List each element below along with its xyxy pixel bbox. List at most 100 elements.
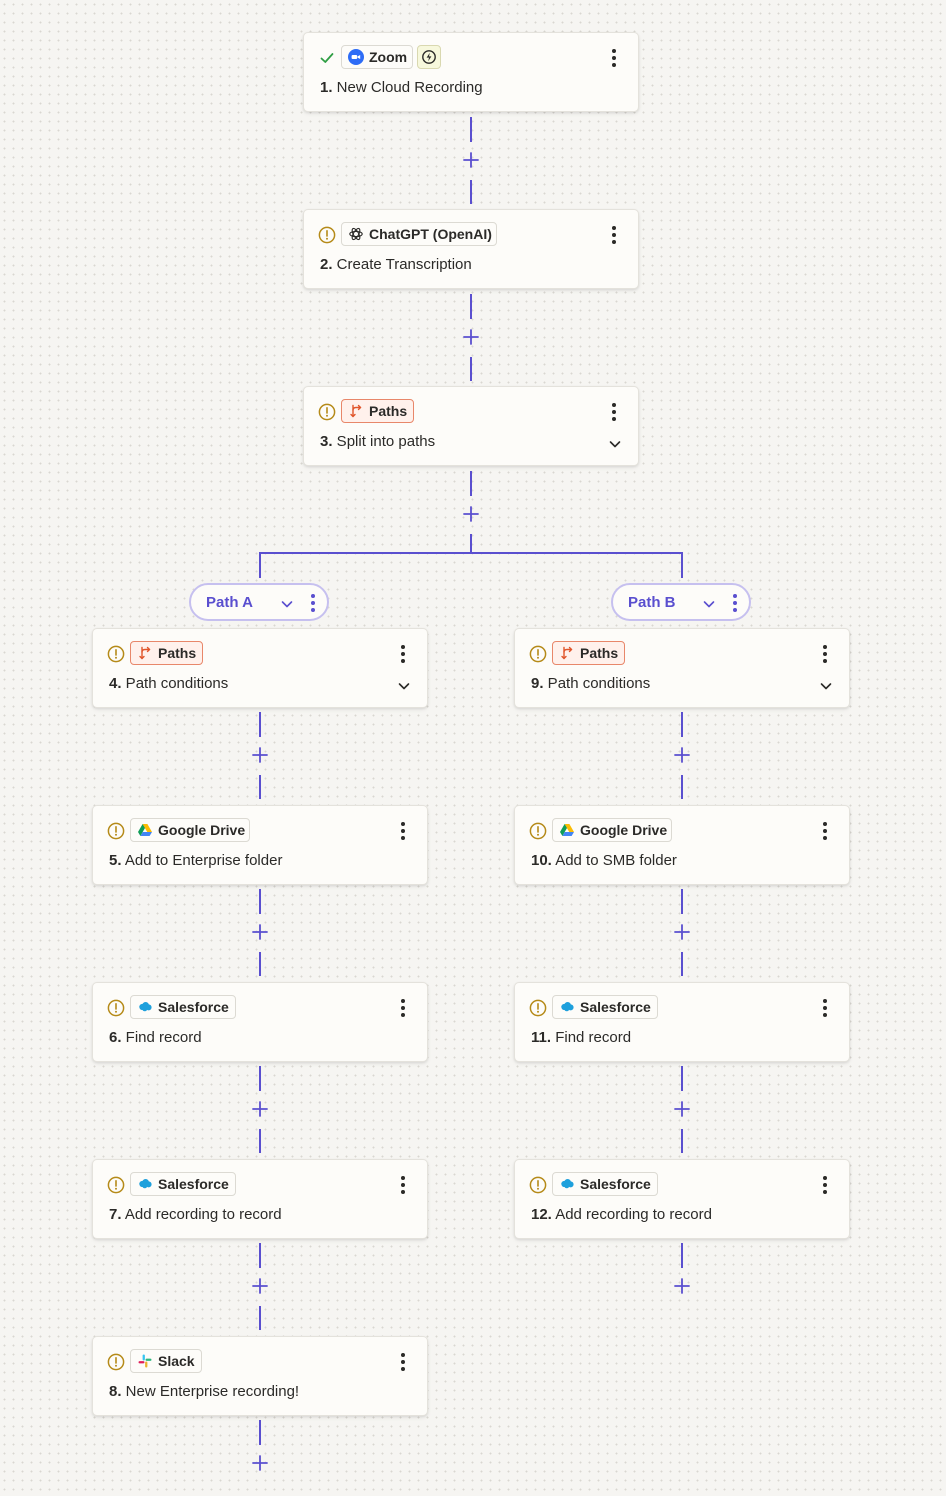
paths-icon bbox=[137, 645, 153, 661]
salesforce-icon bbox=[559, 1176, 575, 1192]
step-title-text: Add recording to record bbox=[121, 1206, 282, 1223]
more-options-icon[interactable] bbox=[815, 643, 835, 665]
step-title-text: New Cloud Recording bbox=[332, 79, 483, 96]
app-name: Slack bbox=[158, 1353, 195, 1369]
app-badge[interactable]: ChatGPT (OpenAI) bbox=[341, 222, 497, 246]
app-badge[interactable]: Google Drive bbox=[552, 818, 672, 842]
add-step-plus-icon[interactable] bbox=[251, 746, 269, 764]
app-badge[interactable]: Paths bbox=[552, 641, 625, 665]
add-step-plus-icon[interactable] bbox=[251, 1100, 269, 1118]
app-name: Salesforce bbox=[580, 1176, 651, 1192]
google-drive-icon bbox=[559, 822, 575, 838]
more-options-icon[interactable] bbox=[604, 401, 624, 423]
add-step-plus-icon[interactable] bbox=[462, 505, 480, 523]
step-number: 10. bbox=[531, 852, 552, 869]
chevron-down-icon[interactable] bbox=[608, 437, 622, 451]
step-title-text: Split into paths bbox=[332, 433, 436, 450]
app-name: Paths bbox=[158, 645, 197, 661]
app-badge[interactable]: Google Drive bbox=[130, 818, 250, 842]
more-options-icon[interactable] bbox=[604, 224, 624, 246]
chevron-down-icon[interactable] bbox=[397, 679, 411, 693]
add-step-plus-icon[interactable] bbox=[251, 1454, 269, 1472]
path-label-b[interactable]: Path B bbox=[611, 583, 751, 621]
step-card-2[interactable]: ChatGPT (OpenAI) 2. Create Transcription bbox=[303, 209, 639, 289]
app-name: ChatGPT (OpenAI) bbox=[369, 226, 492, 242]
step-title: 9. Path conditions bbox=[531, 675, 650, 692]
step-title-text: New Enterprise recording! bbox=[121, 1383, 300, 1400]
app-badge[interactable]: Paths bbox=[341, 399, 414, 423]
step-title: 4. Path conditions bbox=[109, 675, 228, 692]
more-options-icon[interactable] bbox=[393, 820, 413, 842]
add-step-plus-icon[interactable] bbox=[673, 1100, 691, 1118]
chevron-down-icon[interactable] bbox=[280, 597, 294, 611]
instant-trigger-icon[interactable] bbox=[417, 45, 441, 69]
step-card-4[interactable]: Paths 4. Path conditions bbox=[92, 628, 428, 708]
path-name: Path A bbox=[206, 594, 253, 611]
app-badge[interactable]: Salesforce bbox=[130, 995, 236, 1019]
app-badge[interactable]: Salesforce bbox=[552, 1172, 658, 1196]
more-options-icon[interactable] bbox=[604, 47, 624, 69]
step-title: 2. Create Transcription bbox=[320, 256, 472, 273]
more-options-icon[interactable] bbox=[815, 1174, 835, 1196]
step-number: 4. bbox=[109, 675, 122, 692]
step-card-1[interactable]: Zoom 1. New Cloud Recording bbox=[303, 32, 639, 112]
step-card-8[interactable]: Slack 8. New Enterprise recording! bbox=[92, 1336, 428, 1416]
step-title: 1. New Cloud Recording bbox=[320, 79, 483, 96]
app-badge[interactable]: Paths bbox=[130, 641, 203, 665]
app-badge[interactable]: Salesforce bbox=[552, 995, 658, 1019]
add-step-plus-icon[interactable] bbox=[462, 151, 480, 169]
warning-icon bbox=[318, 403, 336, 421]
step-card-7[interactable]: Salesforce 7. Add recording to record bbox=[92, 1159, 428, 1239]
add-step-plus-icon[interactable] bbox=[673, 923, 691, 941]
more-options-icon[interactable] bbox=[730, 593, 740, 613]
app-badge[interactable]: Zoom bbox=[341, 45, 413, 69]
warning-icon bbox=[529, 999, 547, 1017]
path-name: Path B bbox=[628, 594, 676, 611]
step-number: 3. bbox=[320, 433, 333, 450]
app-name: Paths bbox=[369, 403, 408, 419]
warning-icon bbox=[529, 1176, 547, 1194]
more-options-icon[interactable] bbox=[815, 820, 835, 842]
step-card-11[interactable]: Salesforce 11. Find record bbox=[514, 982, 850, 1062]
more-options-icon[interactable] bbox=[308, 593, 318, 613]
step-card-3[interactable]: Paths 3. Split into paths bbox=[303, 386, 639, 466]
more-options-icon[interactable] bbox=[393, 1351, 413, 1373]
app-name: Paths bbox=[580, 645, 619, 661]
warning-icon bbox=[107, 999, 125, 1017]
step-card-9[interactable]: Paths 9. Path conditions bbox=[514, 628, 850, 708]
paths-icon bbox=[559, 645, 575, 661]
app-name: Zoom bbox=[369, 49, 408, 65]
step-title-text: Add to SMB folder bbox=[551, 852, 677, 869]
add-step-plus-icon[interactable] bbox=[462, 328, 480, 346]
step-title: 5. Add to Enterprise folder bbox=[109, 852, 282, 869]
add-step-plus-icon[interactable] bbox=[251, 923, 269, 941]
add-step-plus-icon[interactable] bbox=[673, 1277, 691, 1295]
warning-icon bbox=[107, 1353, 125, 1371]
warning-icon bbox=[107, 822, 125, 840]
step-number: 7. bbox=[109, 1206, 122, 1223]
chevron-down-icon[interactable] bbox=[819, 679, 833, 693]
warning-icon bbox=[318, 226, 336, 244]
more-options-icon[interactable] bbox=[815, 997, 835, 1019]
check-icon bbox=[318, 49, 336, 67]
step-title: 7. Add recording to record bbox=[109, 1206, 282, 1223]
more-options-icon[interactable] bbox=[393, 997, 413, 1019]
add-step-plus-icon[interactable] bbox=[251, 1277, 269, 1295]
app-badge[interactable]: Slack bbox=[130, 1349, 202, 1373]
more-options-icon[interactable] bbox=[393, 643, 413, 665]
add-step-plus-icon[interactable] bbox=[673, 746, 691, 764]
chevron-down-icon[interactable] bbox=[702, 597, 716, 611]
path-label-a[interactable]: Path A bbox=[189, 583, 329, 621]
app-badge[interactable]: Salesforce bbox=[130, 1172, 236, 1196]
more-options-icon[interactable] bbox=[393, 1174, 413, 1196]
step-number: 6. bbox=[109, 1029, 122, 1046]
step-title: 8. New Enterprise recording! bbox=[109, 1383, 299, 1400]
step-number: 12. bbox=[531, 1206, 552, 1223]
step-card-5[interactable]: Google Drive 5. Add to Enterprise folder bbox=[92, 805, 428, 885]
app-name: Salesforce bbox=[158, 1176, 229, 1192]
warning-icon bbox=[107, 1176, 125, 1194]
step-title: 11. Find record bbox=[531, 1029, 631, 1046]
